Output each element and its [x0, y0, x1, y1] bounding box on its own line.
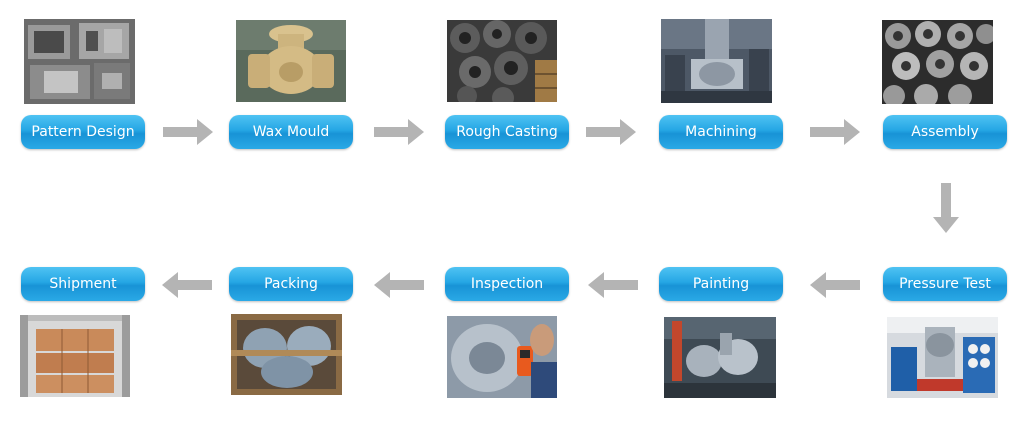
- arrow-left-icon: [162, 272, 212, 298]
- rough-casting-photo: [447, 20, 557, 102]
- shipment-photo: [20, 315, 130, 397]
- step-pill-painting: Painting: [659, 267, 783, 301]
- arrow-left-icon: [374, 272, 424, 298]
- arrow-left-icon: [810, 272, 860, 298]
- pattern-photo: [24, 19, 135, 104]
- step-pill-pressure-test: Pressure Test: [883, 267, 1007, 301]
- step-pill-inspection: Inspection: [445, 267, 569, 301]
- machining-photo: [661, 19, 772, 103]
- packing-photo: [231, 314, 342, 395]
- step-pill-machining: Machining: [659, 115, 783, 149]
- step-pill-wax-mould: Wax Mould: [229, 115, 353, 149]
- step-pill-pattern-design: Pattern Design: [21, 115, 145, 149]
- painting-photo: [664, 317, 776, 398]
- inspection-photo: [447, 316, 557, 398]
- arrow-right-icon: [163, 119, 213, 145]
- arrow-down-icon: [933, 183, 959, 233]
- arrow-left-icon: [588, 272, 638, 298]
- step-pill-packing: Packing: [229, 267, 353, 301]
- assembly-photo: [882, 20, 993, 104]
- step-pill-rough-casting: Rough Casting: [445, 115, 569, 149]
- arrow-right-icon: [810, 119, 860, 145]
- arrow-right-icon: [586, 119, 636, 145]
- pressure-test-photo: [887, 317, 998, 398]
- step-pill-shipment: Shipment: [21, 267, 145, 301]
- step-pill-assembly: Assembly: [883, 115, 1007, 149]
- wax-mould-photo: [236, 20, 346, 102]
- arrow-right-icon: [374, 119, 424, 145]
